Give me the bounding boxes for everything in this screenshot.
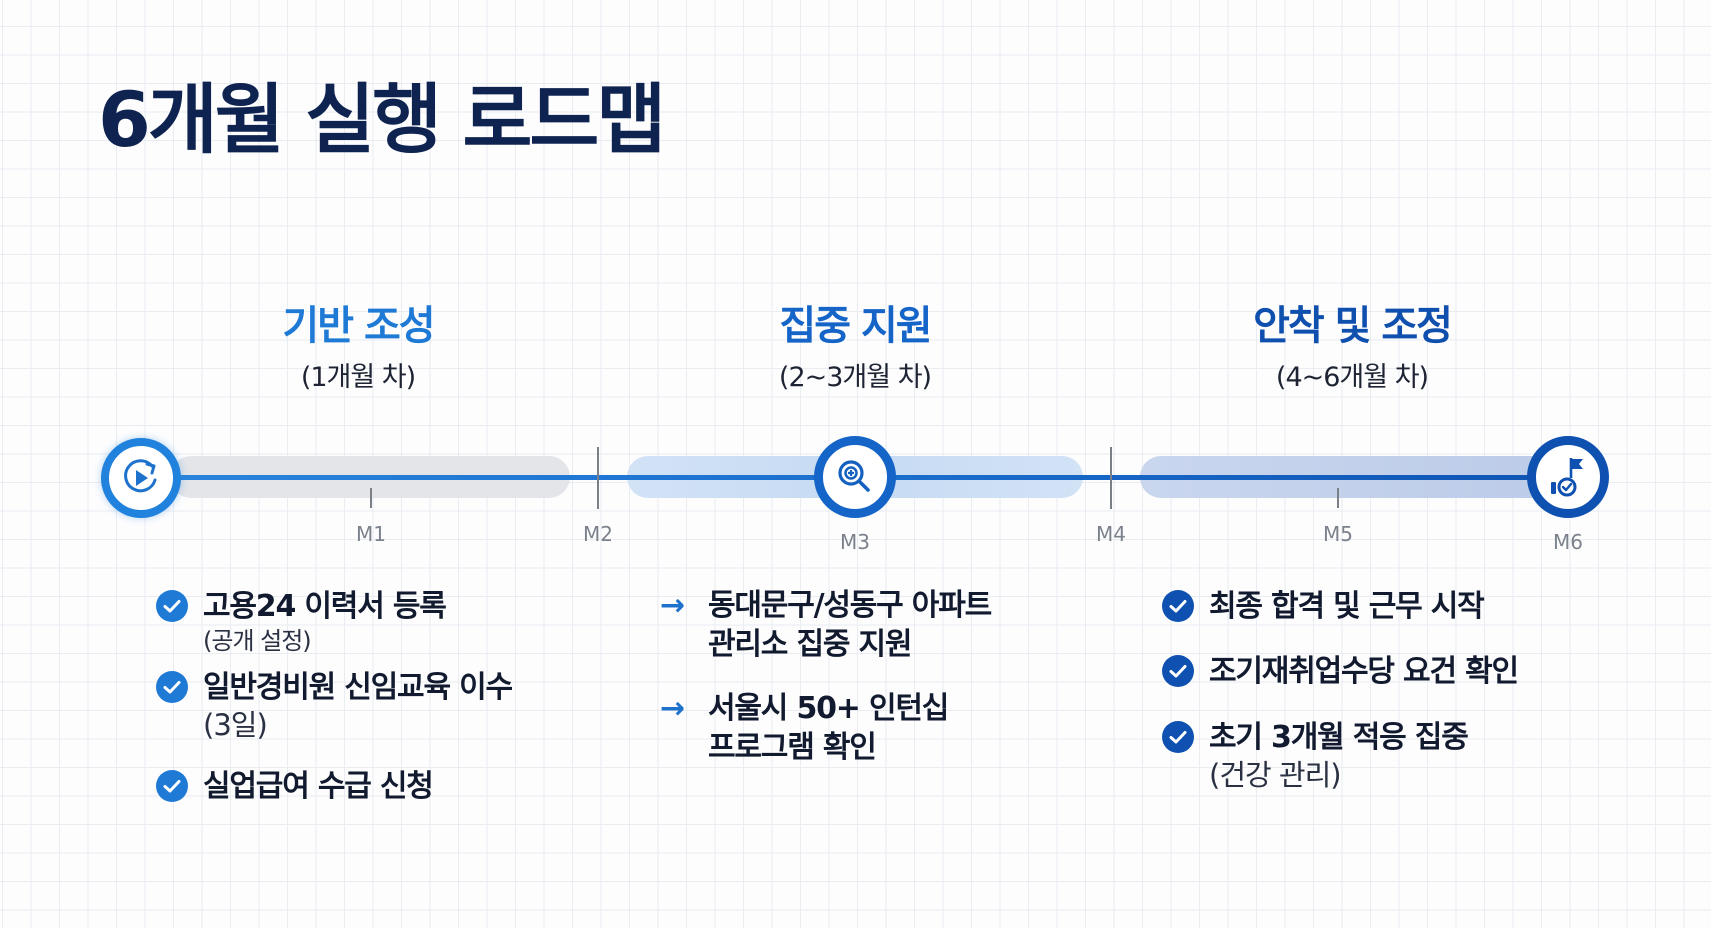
item-line2: 관리소 집중 지원 xyxy=(708,627,912,662)
milestone-label-m5: M5 xyxy=(1323,522,1353,546)
check-circle-icon xyxy=(156,590,188,622)
item-note: (3일) xyxy=(203,708,268,742)
item-text: 고용24 이력서 등록 xyxy=(203,589,447,624)
milestone-label-m2: M2 xyxy=(583,522,613,546)
phase-header-1: 기반 조성 (1개월 차) xyxy=(178,306,538,391)
phase-title: 안착 및 조정 xyxy=(1253,303,1453,349)
check-circle-icon xyxy=(1162,721,1194,753)
phase2-item-1: → 동대문구/성동구 아파트 관리소 집중 지원 xyxy=(660,586,992,664)
tick-m1 xyxy=(370,488,372,508)
phase-title: 집중 지원 xyxy=(779,303,932,349)
magnifier-plus-icon xyxy=(838,460,870,492)
phase1-item-2: 일반경비원 신임교육 이수 (3일) xyxy=(155,668,513,743)
phase-header-2: 집중 지원 (2~3개월 차) xyxy=(675,306,1035,391)
tick-m4 xyxy=(1110,447,1112,509)
item-text: 조기재취업수당 요건 확인 xyxy=(1209,654,1519,689)
item-text: 실업급여 수급 신청 xyxy=(203,769,434,804)
phase-subtitle: (2~3개월 차) xyxy=(778,362,932,393)
tick-m2 xyxy=(597,447,599,509)
milestone-label-m1: M1 xyxy=(356,522,386,546)
phase-subtitle: (1개월 차) xyxy=(300,362,416,393)
page-title: 6개월 실행 로드맵 xyxy=(98,75,666,164)
item-text: 최종 합격 및 근무 시작 xyxy=(1209,589,1485,624)
phase-subtitle: (4~6개월 차) xyxy=(1275,362,1429,393)
arrow-right-icon: → xyxy=(660,588,686,623)
phase-title: 기반 조성 xyxy=(282,303,435,349)
phase3-item-3: 초기 3개월 적응 집중 (건강 관리) xyxy=(1161,718,1469,793)
phase1-item-1: 고용24 이력서 등록 (공개 설정) xyxy=(155,587,447,656)
phase1-item-3: 실업급여 수급 신청 xyxy=(155,767,434,806)
item-note: (건강 관리) xyxy=(1209,758,1342,792)
milestone-node-end[interactable] xyxy=(1527,436,1609,518)
check-circle-icon xyxy=(1162,590,1194,622)
tick-m5 xyxy=(1337,488,1339,508)
milestone-label-m3: M3 xyxy=(840,530,870,554)
phase3-item-1: 최종 합격 및 근무 시작 xyxy=(1161,587,1485,626)
check-circle-icon xyxy=(156,671,188,703)
item-text: 초기 3개월 적응 집중 xyxy=(1209,720,1469,755)
item-line1: 서울시 50+ 인턴십 xyxy=(708,691,949,726)
milestone-label-m4: M4 xyxy=(1096,522,1126,546)
milestone-node-m3[interactable] xyxy=(814,436,896,518)
flag-goal-icon xyxy=(1551,458,1583,497)
item-text: 일반경비원 신임교육 이수 xyxy=(203,670,513,705)
item-line2: 프로그램 확인 xyxy=(708,730,877,765)
check-circle-icon xyxy=(156,770,188,802)
milestone-node-start[interactable] xyxy=(101,438,181,518)
phase3-item-2: 조기재취업수당 요건 확인 xyxy=(1161,652,1519,691)
milestone-label-m6: M6 xyxy=(1553,530,1583,554)
arrow-right-icon: → xyxy=(660,691,686,726)
item-note: (공개 설정) xyxy=(203,627,312,655)
phase-header-3: 안착 및 조정 (4~6개월 차) xyxy=(1172,306,1532,391)
phase2-item-2: → 서울시 50+ 인턴십 프로그램 확인 xyxy=(660,689,949,767)
item-line1: 동대문구/성동구 아파트 xyxy=(708,588,992,623)
play-restart-icon xyxy=(124,459,157,493)
check-circle-icon xyxy=(1162,655,1194,687)
